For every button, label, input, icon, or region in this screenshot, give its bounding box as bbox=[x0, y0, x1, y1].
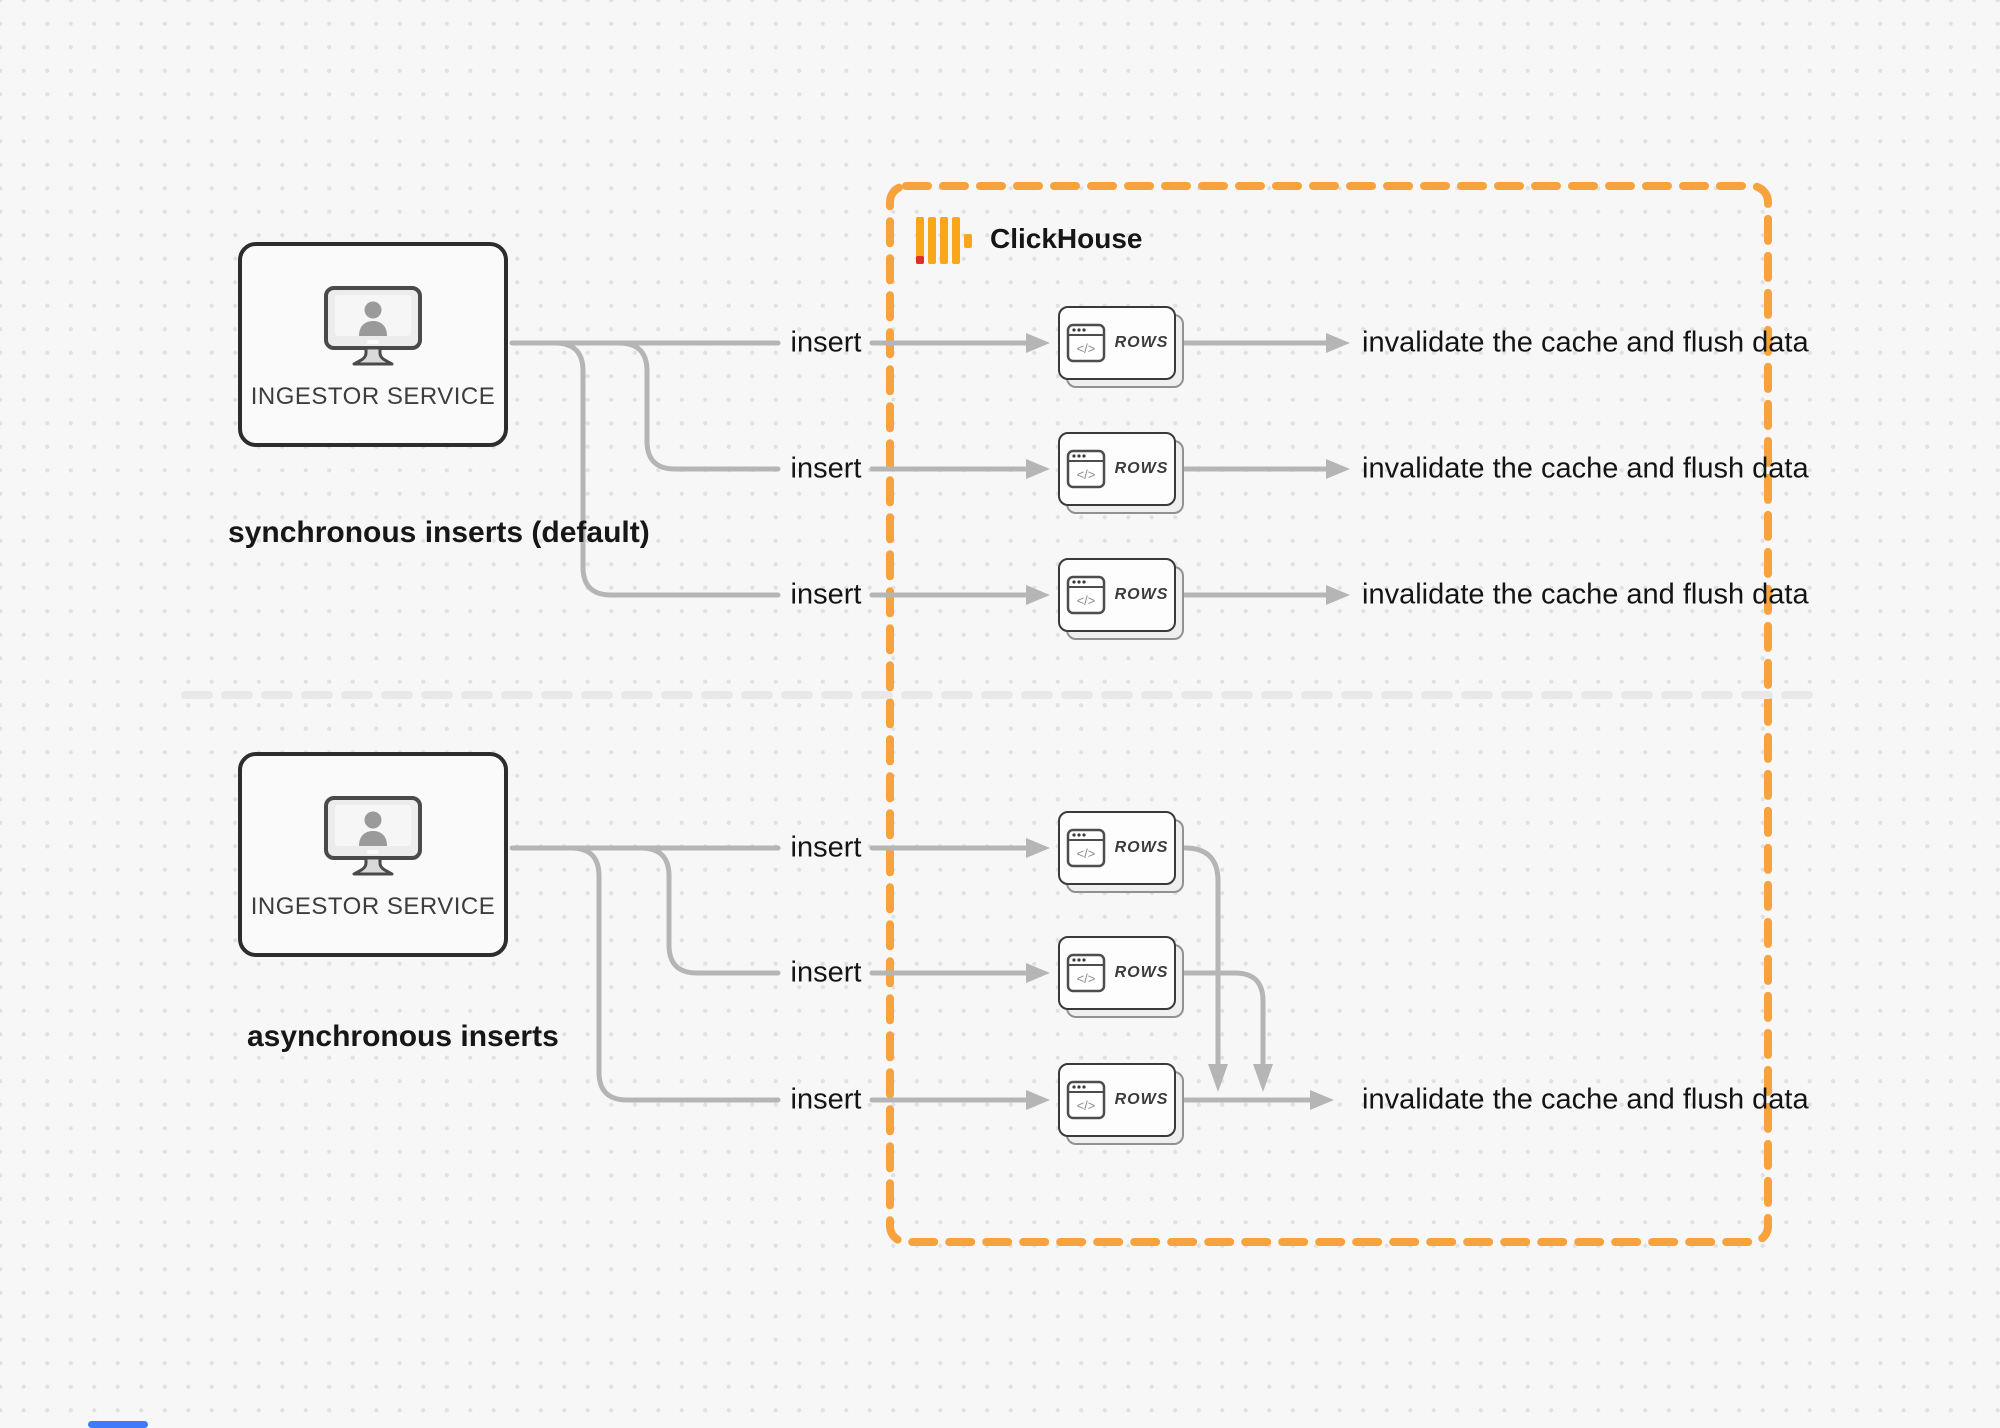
rows-label: ROWS bbox=[1114, 839, 1169, 856]
svg-text:</>: </> bbox=[1076, 846, 1095, 861]
rows-card: </> ROWS bbox=[1058, 432, 1184, 514]
sync-connectors bbox=[509, 340, 1329, 598]
monitor-user-icon bbox=[324, 795, 422, 875]
clickhouse-logo-icon bbox=[916, 217, 972, 264]
sync-arrowheads bbox=[1026, 333, 1350, 605]
code-window-icon: </> bbox=[1066, 953, 1105, 993]
svg-text:</>: </> bbox=[1076, 341, 1095, 356]
code-window-icon: </> bbox=[1066, 1080, 1105, 1120]
monitor-user-icon bbox=[324, 285, 422, 365]
insert-label: insert bbox=[790, 956, 862, 989]
result-label: invalidate the cache and flush data bbox=[1362, 326, 1809, 359]
sync-caption: synchronous inserts (default) bbox=[228, 516, 650, 549]
svg-text:</>: </> bbox=[1076, 1098, 1095, 1113]
rows-label: ROWS bbox=[1114, 964, 1169, 981]
code-window-icon: </> bbox=[1066, 575, 1105, 615]
rows-card: </> ROWS bbox=[1058, 936, 1184, 1018]
clickhouse-brand: ClickHouse bbox=[916, 217, 1143, 264]
ingestor-service-label: INGESTOR SERVICE bbox=[250, 892, 496, 920]
clickhouse-boundary bbox=[886, 182, 1772, 1246]
async-connectors bbox=[509, 845, 1313, 1103]
code-window-icon: </> bbox=[1066, 828, 1105, 868]
clickhouse-label: ClickHouse bbox=[990, 222, 1143, 254]
insert-label: insert bbox=[790, 1083, 862, 1116]
ingestor-service-label: INGESTOR SERVICE bbox=[250, 382, 496, 410]
rows-label: ROWS bbox=[1114, 1091, 1169, 1108]
insert-label: insert bbox=[790, 831, 862, 864]
result-label: invalidate the cache and flush data bbox=[1362, 452, 1809, 485]
code-window-icon: </> bbox=[1066, 323, 1105, 363]
scrollbar-horizontal-thumb[interactable] bbox=[88, 1421, 148, 1428]
svg-text:</>: </> bbox=[1076, 593, 1095, 608]
result-label: invalidate the cache and flush data bbox=[1362, 1083, 1809, 1116]
rows-label: ROWS bbox=[1114, 460, 1169, 477]
code-window-icon: </> bbox=[1066, 449, 1105, 489]
svg-text:</>: </> bbox=[1076, 971, 1095, 986]
rows-card: </> ROWS bbox=[1058, 1063, 1184, 1145]
result-label: invalidate the cache and flush data bbox=[1362, 578, 1809, 611]
async-arrowheads bbox=[1026, 838, 1334, 1110]
insert-label: insert bbox=[790, 452, 862, 485]
rows-label: ROWS bbox=[1114, 334, 1169, 351]
rows-card: </> ROWS bbox=[1058, 306, 1184, 388]
ingestor-service-box-sync: INGESTOR SERVICE bbox=[238, 242, 508, 447]
insert-label: insert bbox=[790, 326, 862, 359]
rows-card: </> ROWS bbox=[1058, 558, 1184, 640]
rows-card: </> ROWS bbox=[1058, 811, 1184, 893]
insert-label: insert bbox=[790, 578, 862, 611]
svg-text:</>: </> bbox=[1076, 467, 1095, 482]
rows-label: ROWS bbox=[1114, 586, 1169, 603]
ingestor-service-box-async: INGESTOR SERVICE bbox=[238, 752, 508, 957]
async-caption: asynchronous inserts bbox=[247, 1020, 559, 1053]
